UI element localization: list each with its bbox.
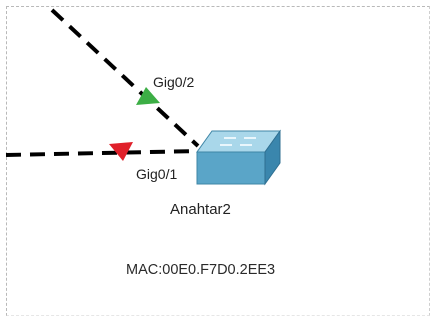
switch-icon[interactable] (196, 129, 281, 186)
port-up-indicator-icon (136, 87, 160, 105)
port-label-gig0-1: Gig0/1 (136, 166, 178, 182)
device-name[interactable]: Anahtar2 (170, 201, 231, 218)
link-left[interactable] (5, 149, 199, 157)
link-top[interactable] (50, 8, 200, 148)
port-label-gig0-2: Gig0/2 (153, 74, 195, 90)
mac-address-label: MAC:00E0.F7D0.2EE3 (126, 262, 276, 278)
port-down-indicator-icon (109, 142, 133, 161)
